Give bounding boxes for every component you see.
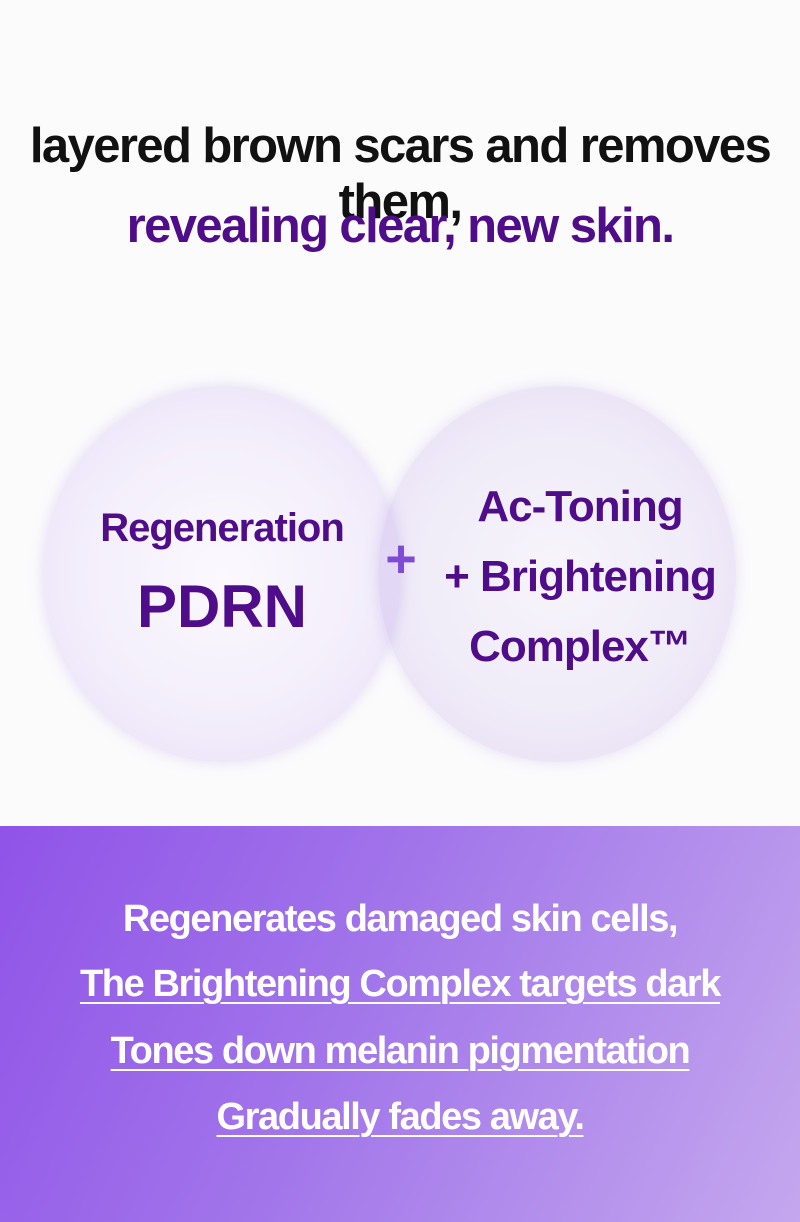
headline-line-2: revealing clear, new skin. bbox=[126, 199, 675, 253]
headline-line-1: layered brown scars and removes them, bbox=[29, 119, 772, 229]
ac-toning-line-2: + Brightening bbox=[444, 552, 717, 601]
benefit-line-4: Gradually fades away. bbox=[0, 1096, 800, 1139]
ac-toning-line-3: Complex™ bbox=[469, 622, 692, 671]
ac-toning-line-1: Ac-Toning bbox=[477, 482, 683, 531]
benefit-line-4-text: Gradually fades away. bbox=[216, 1096, 585, 1138]
pdrn-label: PDRN bbox=[136, 573, 307, 640]
benefit-line-3: Tones down melanin pigmentation bbox=[0, 1030, 800, 1073]
benefit-line-2: The Brightening Complex targets dark bbox=[0, 963, 800, 1006]
ac-toning-label: Ac-Toning + Brightening Complex™ bbox=[420, 472, 740, 682]
benefit-line-2-text: The Brightening Complex targets dark bbox=[79, 963, 721, 1005]
benefit-line-1: Regenerates damaged skin cells, bbox=[122, 898, 679, 940]
benefit-line-3-text: Tones down melanin pigmentation bbox=[110, 1030, 691, 1072]
pdrn-circle bbox=[43, 386, 401, 762]
plus-icon: + bbox=[385, 529, 417, 589]
regeneration-label: Regeneration bbox=[100, 506, 345, 550]
brightening-complex-circle bbox=[378, 386, 736, 762]
benefits-panel bbox=[0, 826, 800, 1222]
